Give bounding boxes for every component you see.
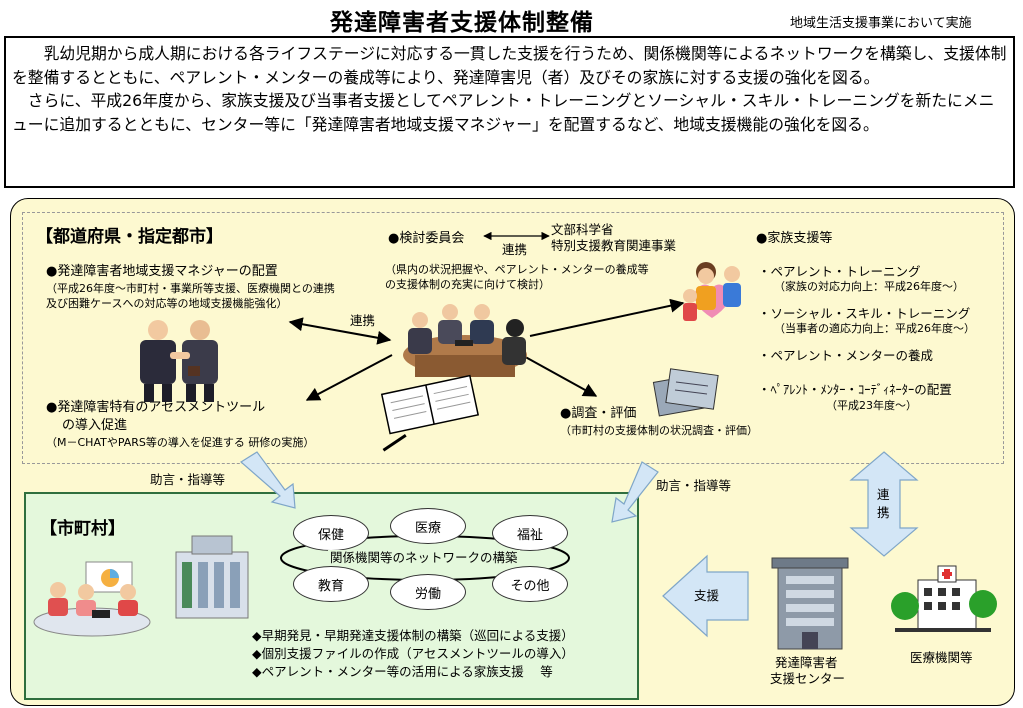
family-item-label: ・ﾍﾟｱﾚﾝﾄ・ﾒﾝﾀｰ・ｺｰﾃﾞｨﾈｰﾀｰの配置 bbox=[758, 382, 952, 397]
family-item-sub: （平成23年度～） bbox=[826, 399, 917, 412]
medical-institution-label: 医療機関等 bbox=[910, 650, 973, 665]
intro-paragraph-2: さらに、平成26年度から、家族支援及び当事者支援としてペアレント・トレーニングと… bbox=[12, 91, 995, 134]
prefecture-region bbox=[22, 212, 1004, 464]
assess-title-2: の導入促進 bbox=[62, 418, 128, 433]
assess-title-1: ●発達障害特有のアセスメントツール bbox=[46, 400, 266, 415]
family-arrow bbox=[529, 298, 685, 337]
committee-title: ●検討委員会 bbox=[388, 231, 465, 246]
survey-arrow bbox=[519, 353, 598, 397]
committee-link-label: 連携 bbox=[502, 242, 528, 257]
org-oval-labor: 労働 bbox=[390, 574, 466, 610]
mext-label-1: 文部科学省 bbox=[551, 222, 614, 237]
notebook-illustration bbox=[380, 374, 480, 452]
manager-title: ●発達障害者地域支援マネジャーの配置 bbox=[46, 264, 278, 279]
survey-title: ●調査・評価 bbox=[560, 406, 637, 421]
advice-arrow-left bbox=[239, 451, 296, 509]
family-item-label: ・ペアレント・メンターの養成 bbox=[758, 348, 934, 363]
family-illustration bbox=[683, 262, 741, 321]
committee-desc-2: の支援体制の充実に向けて検討） bbox=[385, 278, 550, 291]
org-oval-health: 保健 bbox=[293, 515, 369, 551]
renkei-arrow bbox=[849, 451, 919, 557]
committee-desc-1: （県内の状況把握や、ペアレント・メンターの養成等 bbox=[385, 263, 649, 276]
support-arrow-label: 支援 bbox=[694, 588, 720, 603]
assess-arrow bbox=[305, 354, 393, 401]
network-label: 関係機関等のネットワークの構築 bbox=[328, 550, 520, 566]
family-item-sub: （当事者の適応力向上：平成26年度～） bbox=[774, 322, 975, 335]
handshake-illustration bbox=[140, 320, 218, 402]
meeting-illustration bbox=[403, 304, 527, 377]
advice-arrow-right bbox=[611, 461, 659, 523]
org-oval-welfare: 福祉 bbox=[492, 515, 568, 551]
family-item-label: ・ペアレント・トレーニング bbox=[758, 264, 921, 279]
family-title: ●家族支援等 bbox=[756, 231, 833, 246]
renkei-vertical-char-1: 連 bbox=[877, 487, 890, 502]
support-center-building bbox=[771, 557, 849, 650]
assess-desc: （M－CHATやPARS等の導入を促進する 研修の実施） bbox=[46, 436, 315, 449]
implementation-note: 地域生活支援事業において実施 bbox=[790, 16, 972, 31]
hospital-building bbox=[891, 565, 997, 632]
mext-label-2: 特別支援教育関連事業 bbox=[551, 238, 677, 253]
family-item-label: ・ソーシャル・スキル・トレーニング bbox=[758, 306, 971, 321]
advice-label-left: 助言・指導等 bbox=[150, 472, 226, 487]
support-center-label-2: 支援センター bbox=[770, 671, 846, 686]
manager-link-arrow bbox=[288, 317, 392, 345]
municipality-bullet: ◆ペアレント・メンター等の活用による家族支援 等 bbox=[252, 664, 553, 679]
city-hall-building bbox=[175, 535, 249, 619]
org-oval-education: 教育 bbox=[293, 566, 369, 602]
support-center-label-1: 発達障害者 bbox=[775, 655, 838, 670]
group-meeting-illustration bbox=[33, 561, 151, 637]
prefecture-heading: 【都道府県・指定都市】 bbox=[36, 227, 223, 247]
renkei-vertical-char-2: 携 bbox=[877, 505, 890, 520]
municipality-bullet: ◆個別支援ファイルの作成（アセスメントツールの導入） bbox=[252, 646, 574, 661]
manager-desc-2: 及び困難ケースへの対応等の地域支援機能強化） bbox=[46, 297, 288, 310]
org-oval-medical: 医療 bbox=[390, 508, 466, 544]
survey-desc: （市町村の支援体制の状況調査・評価） bbox=[560, 424, 758, 437]
manager-desc-1: （平成26年度～市町村・事業所等支援、医療機関との連携 bbox=[46, 282, 335, 295]
family-item-sub: （家族の対応力向上：平成26年度～） bbox=[774, 280, 964, 293]
municipality-heading: 【市町村】 bbox=[40, 519, 125, 539]
advice-label-right: 助言・指導等 bbox=[656, 478, 732, 493]
page-title: 発達障害者支援体制整備 bbox=[330, 10, 594, 36]
municipality-bullet: ◆早期発見・早期発達支援体制の構築（巡回による支援） bbox=[252, 628, 574, 643]
org-oval-other: その他 bbox=[492, 566, 568, 602]
documents-illustration bbox=[652, 368, 719, 417]
intro-box: 乳幼児期から成人期における各ライフステージに対応する一貫した支援を行うため、関係… bbox=[4, 36, 1015, 188]
support-arrow bbox=[662, 554, 749, 638]
intro-paragraph-1: 乳幼児期から成人期における各ライフステージに対応する一貫した支援を行うため、関係… bbox=[12, 44, 1007, 87]
